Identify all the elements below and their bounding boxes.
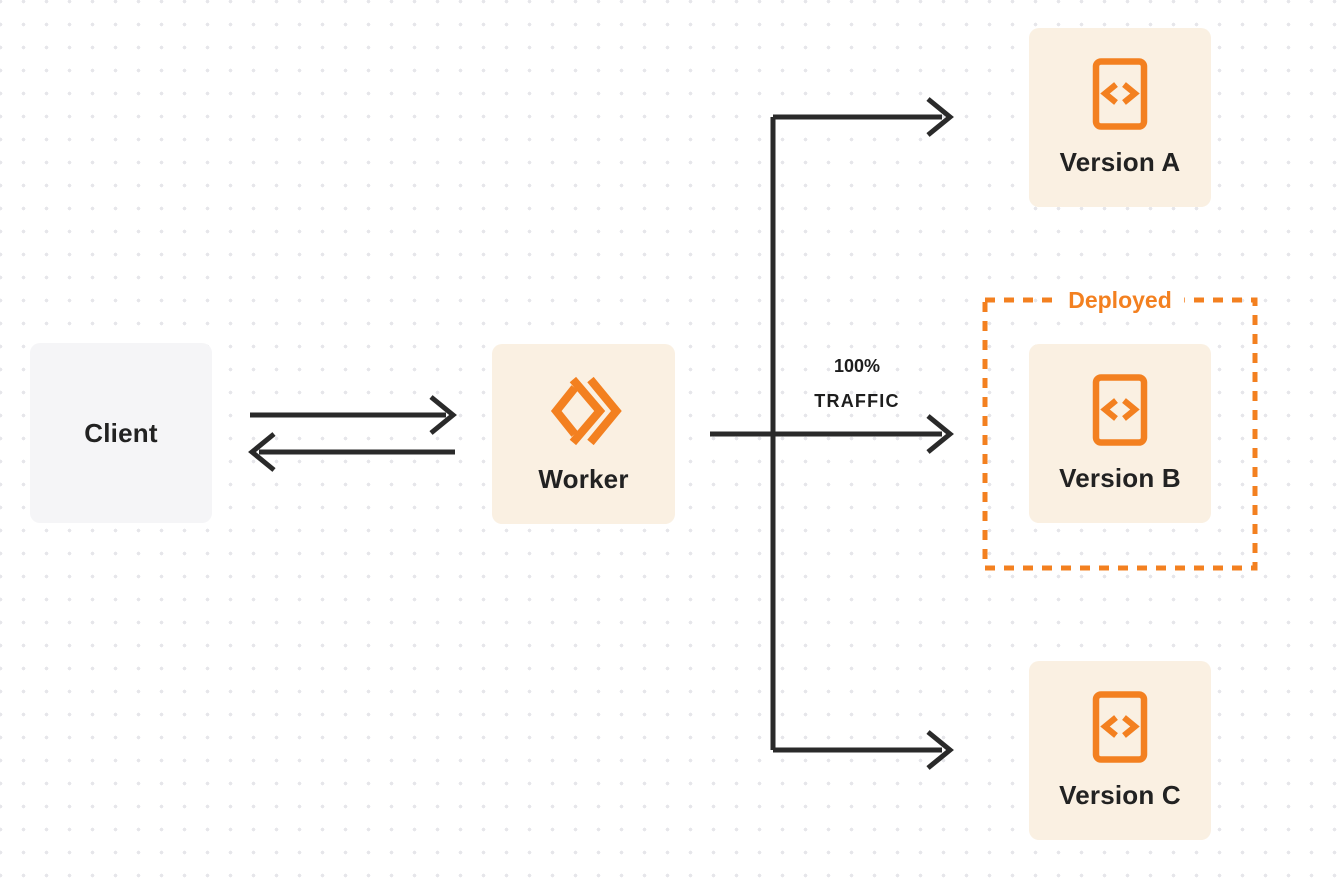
version-b-node: Version B — [1029, 344, 1211, 523]
arrowhead-right-icon — [429, 395, 457, 435]
version-c-node: Version C — [1029, 661, 1211, 840]
arrowhead-right-icon — [926, 730, 954, 770]
traffic-word-text: TRAFFIC — [814, 391, 900, 411]
arrowhead-left-icon — [248, 432, 276, 472]
arrowhead-right-icon — [926, 414, 954, 454]
workers-chevrons-icon — [541, 374, 627, 448]
code-file-icon — [1092, 57, 1148, 131]
traffic-label: 100% TRAFFIC — [787, 349, 927, 419]
worker-node-label: Worker — [538, 463, 629, 494]
traffic-percent-text: 100% — [833, 356, 881, 376]
deployed-label: Deployed — [1056, 285, 1184, 315]
worker-node: Worker — [492, 344, 675, 524]
arrowhead-right-icon — [926, 97, 954, 137]
code-file-icon — [1092, 690, 1148, 764]
version-a-node-label: Version A — [1059, 147, 1181, 177]
client-node-label: Client — [84, 417, 158, 448]
code-file-icon — [1092, 373, 1148, 447]
version-b-node-label: Version B — [1059, 463, 1181, 493]
version-a-node: Version A — [1029, 28, 1211, 207]
client-node: Client — [30, 343, 212, 523]
version-c-node-label: Version C — [1059, 780, 1181, 810]
